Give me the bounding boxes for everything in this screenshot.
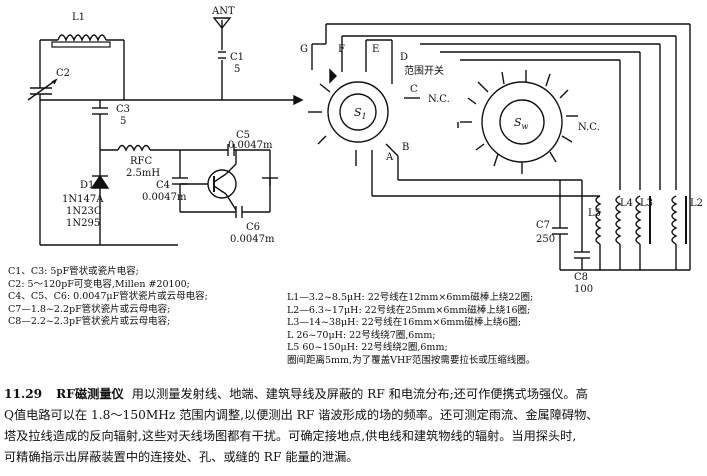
note-line: C2: 5～120pF可变电容,Millen #20100; bbox=[8, 278, 190, 290]
c4-value: 0.0047m bbox=[142, 192, 187, 203]
a-label: A bbox=[385, 152, 394, 163]
l1-core bbox=[51, 41, 111, 48]
d1-label: D1 bbox=[80, 180, 94, 191]
c1-label: C1 bbox=[230, 52, 244, 63]
c-switch-label: C bbox=[410, 84, 418, 95]
c8-value: 100 bbox=[574, 284, 593, 295]
l1-label: L1 bbox=[72, 12, 85, 23]
coil-spec-line: L5 60~150μH: 22号线绕2圈,6mm; bbox=[287, 342, 448, 354]
rfc-value: 2.5mH bbox=[126, 168, 160, 179]
e-label: E bbox=[372, 44, 379, 55]
coil-specs: L1—3.2~8.5μH: 22号线在12mm×6mm磁棒上绕22圈; L2—6… bbox=[287, 292, 667, 368]
figure-number: 11.29 bbox=[4, 387, 43, 401]
d1-type-2: 1N23C bbox=[66, 206, 102, 217]
l1-coil bbox=[57, 34, 107, 42]
c4-label: C4 bbox=[156, 180, 170, 191]
c6-value: 0.0047m bbox=[230, 234, 275, 245]
l3-label: L3 bbox=[640, 198, 653, 209]
rfc-coil bbox=[117, 144, 151, 152]
figure-title: RF磁测量仪 bbox=[56, 387, 124, 401]
caption-line-2: Q值电路可以在 1.8～150MHz 范围内调整,以便测出 RF 谐波形成的场的… bbox=[4, 408, 599, 422]
coil-spec-line: 圈间距离5mm,为了覆盖VHF范围按需要拉长或压缩线圈。 bbox=[287, 354, 536, 366]
c6-label: C6 bbox=[246, 222, 260, 233]
caption-text: 用以测量发射线、地端、建筑导线及屏蔽的 RF 和电流分布;还可作便携式场强仪。高 bbox=[131, 387, 588, 401]
component-notes: C1、C3: 5pF管状或瓷片电容; C2: 5～120pF可变电容,Mille… bbox=[8, 266, 288, 329]
nc2-label: N.C. bbox=[578, 122, 600, 133]
c7-label: C7 bbox=[536, 220, 550, 231]
c3-label: C3 bbox=[116, 104, 130, 115]
note-line: C1、C3: 5pF管状或瓷片电容; bbox=[8, 266, 139, 277]
coil-spec-line: L3—14~38μH: 22号线在16mm×6mm磁棒上绕6圈; bbox=[287, 317, 522, 329]
c8-label: C8 bbox=[574, 272, 588, 283]
l2-coil bbox=[671, 195, 678, 245]
l4-coil bbox=[615, 195, 622, 245]
c5-value: 0.0047m bbox=[228, 140, 273, 151]
l5-label: L5 bbox=[588, 208, 601, 219]
note-line: C8—2.2~2.3pF管状瓷片或云母电容; bbox=[8, 316, 171, 328]
g-label: G bbox=[300, 44, 308, 55]
l4-label: L4 bbox=[620, 198, 633, 209]
rfc-label: RFC bbox=[130, 156, 152, 167]
c1-value: 5 bbox=[234, 64, 240, 75]
d1-diode bbox=[90, 174, 110, 189]
s1-label: S1 bbox=[354, 106, 367, 121]
l3-coil bbox=[635, 195, 642, 245]
b-label: B bbox=[402, 142, 409, 153]
ant-label: ANT bbox=[211, 6, 235, 17]
note-line: C7—1.8~2.2pF管状瓷片或云母电容; bbox=[8, 303, 171, 315]
d1-type-1: 1N147A bbox=[62, 194, 104, 205]
c2-label: C2 bbox=[56, 68, 70, 79]
figure-caption: 11.29 RF磁测量仪用以测量发射线、地端、建筑导线及屏蔽的 RF 和电流分布;… bbox=[4, 384, 704, 468]
switch-s1 bbox=[327, 81, 389, 143]
note-line: C4、C5、C6: 0.0047μF管状瓷片或云母电容; bbox=[8, 291, 208, 303]
caption-line-4: 可精确指示出屏蔽装置中的连接处、孔、或缝的 RF 能量的泄漏。 bbox=[4, 450, 359, 464]
d1-type-3: 1N295 bbox=[66, 218, 100, 229]
c5-label: C5 bbox=[236, 130, 250, 141]
l2-label: L2 bbox=[690, 198, 703, 209]
c7-value: 250 bbox=[536, 234, 555, 245]
coil-spec-line: L1—3.2~8.5μH: 22号线在12mm×6mm磁棒上绕22圈; bbox=[287, 292, 534, 303]
coil-spec-line: L2—6.3~17μH: 22号线在25mm×6mm磁棒上绕16圈; bbox=[287, 304, 531, 316]
range-switch-label: 范围开关 bbox=[404, 64, 444, 77]
f-label: F bbox=[338, 44, 345, 55]
l5-coil bbox=[595, 195, 602, 245]
d-label: D bbox=[400, 52, 408, 63]
caption-line-1: 11.29 RF磁测量仪用以测量发射线、地端、建筑导线及屏蔽的 RF 和电流分布;… bbox=[4, 384, 704, 405]
c3-value: 5 bbox=[120, 116, 126, 127]
s2-label: Sw bbox=[514, 116, 529, 131]
nc1-label: N.C. bbox=[428, 94, 450, 105]
coil-spec-line: L 26~70μH: 22号线绕7圈,6mm; bbox=[287, 329, 436, 341]
meter-circle bbox=[207, 169, 237, 199]
schematic: L1 ANT C1 5 C2 C3 5 RFC 2.5mH C5 0.0047m… bbox=[27, 6, 703, 295]
caption-line-3: 塔及拉线造成的反向辐射,这些对天线场图都有干扰。可确定接地点,供电线和建筑物线的… bbox=[4, 429, 577, 443]
